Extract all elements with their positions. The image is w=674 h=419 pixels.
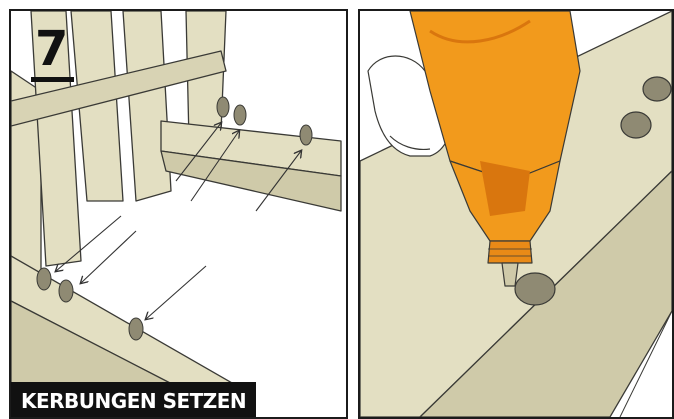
notch-6 — [129, 318, 143, 340]
notch-4 — [37, 268, 51, 290]
hole-drilling — [515, 273, 555, 305]
hole-2 — [621, 112, 651, 138]
illustration-panel-notches: 7 KERBUNGEN SETZEN — [9, 9, 348, 419]
hole-1 — [643, 77, 671, 101]
notch-3 — [300, 125, 312, 145]
notch-2 — [234, 105, 246, 125]
notch-5 — [59, 280, 73, 302]
step-title: KERBUNGEN SETZEN — [11, 382, 256, 417]
drilling-illustration — [360, 11, 672, 417]
notch-1 — [217, 97, 229, 117]
step-number: 7 — [31, 21, 74, 82]
post-back-2 — [123, 11, 171, 201]
illustration-panel-drilling — [358, 9, 674, 419]
